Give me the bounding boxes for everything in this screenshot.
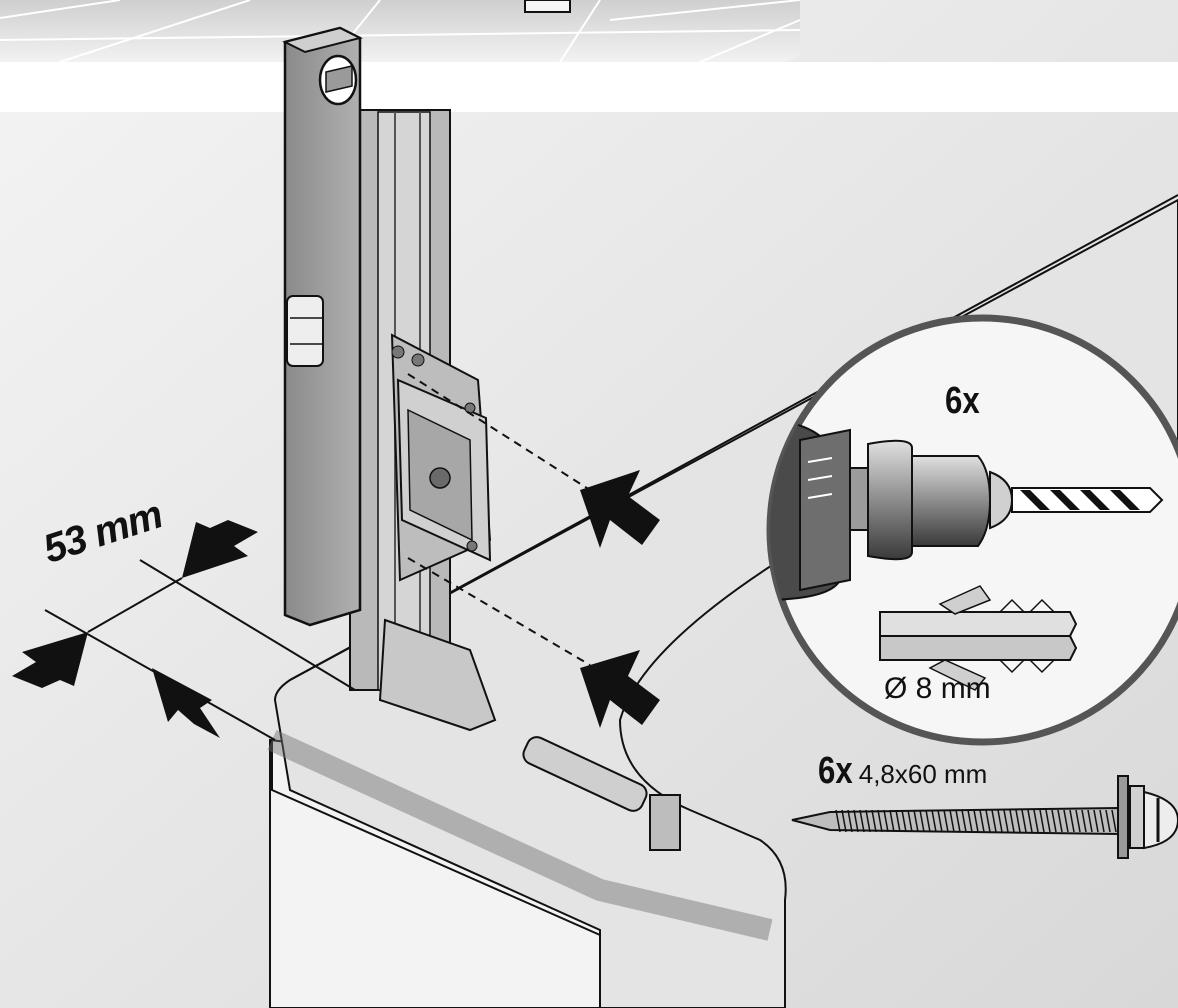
dowel-diameter-label: Ø 8 mm	[884, 672, 991, 705]
drill-detail-circle	[766, 314, 1178, 746]
screw-spec-label: 6x 4,8x60 mm	[818, 750, 987, 793]
drill-bit-icon	[1011, 487, 1164, 513]
spirit-level	[282, 26, 363, 627]
wall-plug-icon	[879, 585, 1078, 691]
screw-icon	[791, 775, 1178, 859]
dimension-lines	[44, 559, 356, 741]
arrow-icon	[12, 470, 660, 738]
screw-size-label: 4,8x60 mm	[858, 759, 988, 789]
tile-wall	[0, 0, 1178, 112]
screw-quantity-label: 6x	[818, 750, 853, 792]
guide-lines	[407, 373, 591, 666]
mounting-bracket	[378, 333, 497, 732]
drill-quantity-label: 6x	[945, 380, 980, 422]
